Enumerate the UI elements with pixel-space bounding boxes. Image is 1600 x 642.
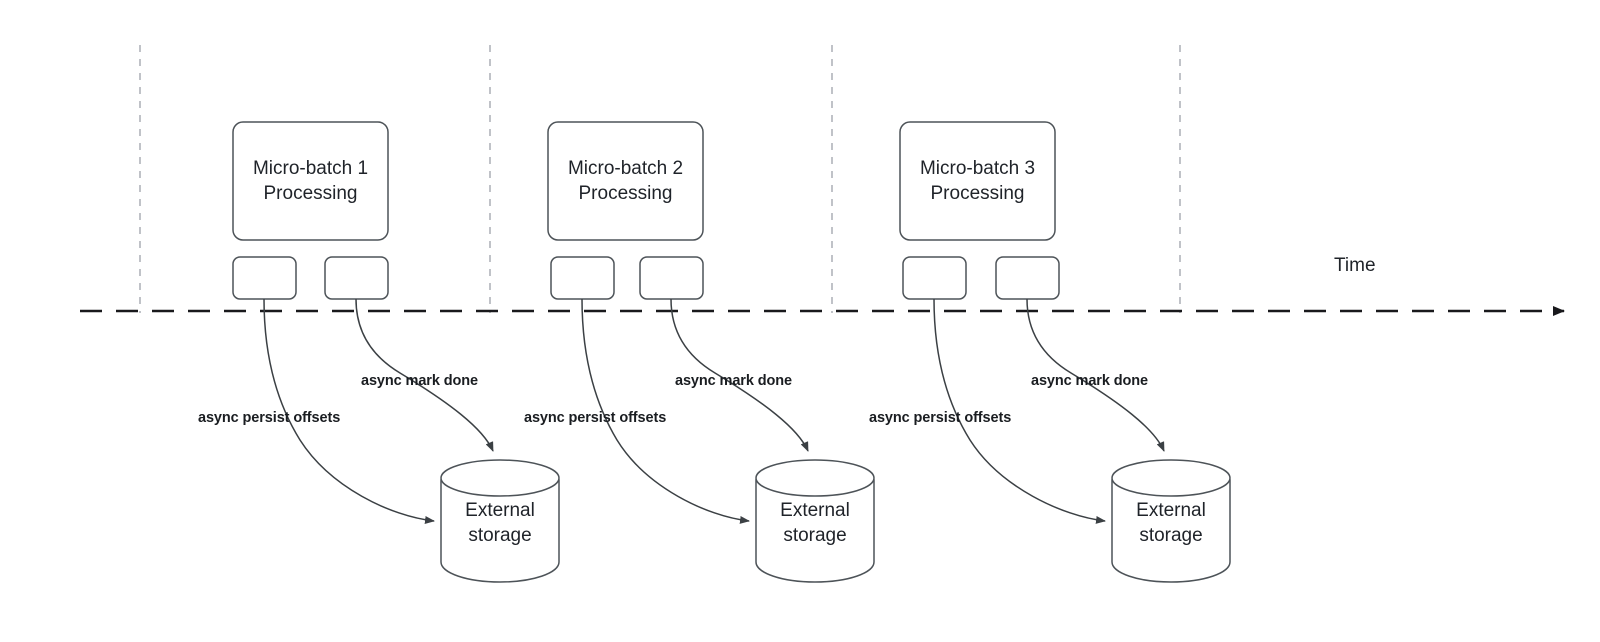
- mb3-mark-done-edge[interactable]: [1026, 298, 1165, 452]
- mb2-mark-done-edge[interactable]: [670, 298, 809, 452]
- mb1-mark-done-edge[interactable]: [355, 298, 494, 452]
- mb3-task-a-box[interactable]: [902, 256, 967, 300]
- time-axis-label: Time: [1334, 255, 1376, 276]
- mb2-persist-offsets-label: async persist offsets: [524, 410, 667, 426]
- micro-batch-1-group: [232, 121, 560, 583]
- mb3-persist-offsets-label: async persist offsets: [869, 410, 1012, 426]
- micro-batch-2-group: [547, 121, 875, 583]
- micro-batch-3-group: [899, 121, 1231, 583]
- external-storage-1-cylinder[interactable]: [440, 459, 560, 583]
- external-storage-2-cylinder[interactable]: [755, 459, 875, 583]
- mb1-task-a-box[interactable]: [232, 256, 297, 300]
- mb1-task-b-box[interactable]: [324, 256, 389, 300]
- external-storage-3-cylinder[interactable]: [1111, 459, 1231, 583]
- mb1-persist-offsets-label: async persist offsets: [198, 410, 341, 426]
- micro-batch-2-box[interactable]: [547, 121, 704, 241]
- mb3-persist-offsets-edge[interactable]: [933, 298, 1106, 524]
- mb3-mark-done-label: async mark done: [1031, 373, 1148, 389]
- mb2-persist-offsets-edge[interactable]: [581, 298, 750, 524]
- mb1-mark-done-label: async mark done: [361, 373, 478, 389]
- micro-batch-1-box[interactable]: [232, 121, 389, 241]
- mb2-task-a-box[interactable]: [550, 256, 615, 300]
- mb1-persist-offsets-edge[interactable]: [263, 298, 435, 524]
- mb2-mark-done-label: async mark done: [675, 373, 792, 389]
- mb3-task-b-box[interactable]: [995, 256, 1060, 300]
- timeline-dividers: [139, 45, 1181, 313]
- micro-batch-3-box[interactable]: [899, 121, 1056, 241]
- mb2-task-b-box[interactable]: [639, 256, 704, 300]
